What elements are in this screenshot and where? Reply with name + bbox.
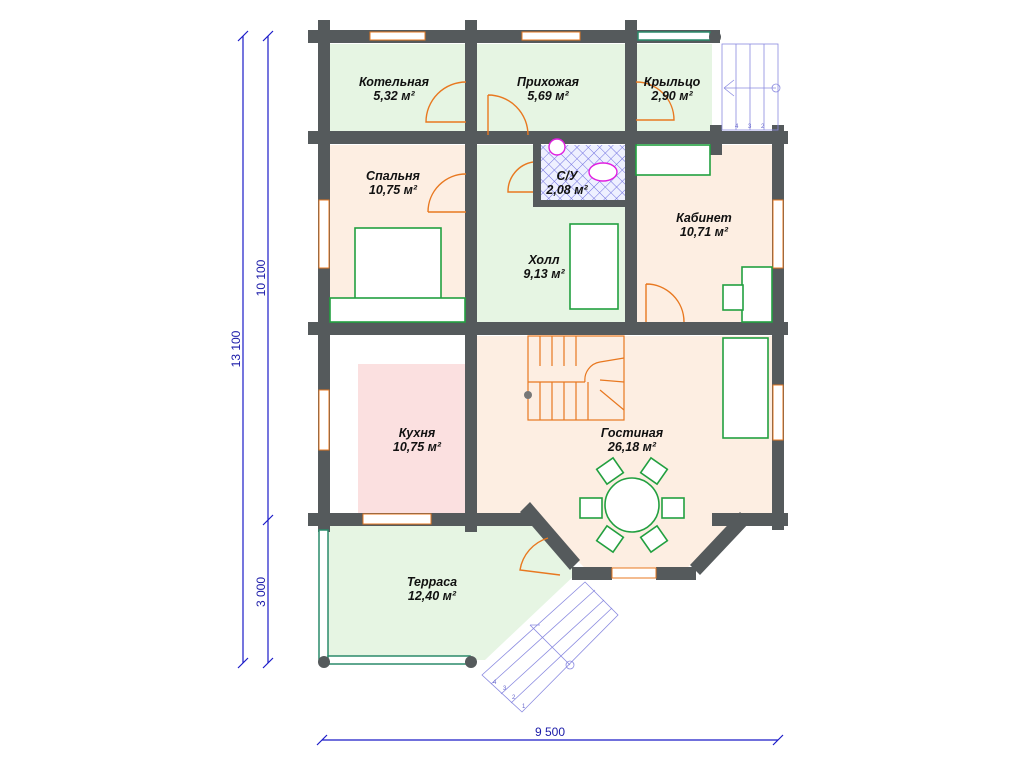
toilet-icon	[588, 162, 618, 182]
sink-icon	[548, 138, 566, 156]
room-name: Спальня	[366, 169, 421, 183]
svg-text:4: 4	[493, 680, 497, 686]
room-name: Холл	[527, 253, 559, 267]
svg-text:2: 2	[761, 124, 765, 130]
exterior-stairs: 4 3 2 4 3 2 1	[481, 43, 781, 713]
room-labels: Котельная 5,32 м² Прихожая 5,69 м² Крыль…	[359, 75, 732, 603]
dining-table	[604, 477, 660, 533]
room-area: 12,40 м²	[408, 589, 457, 603]
svg-text:3: 3	[748, 124, 752, 130]
room-terrace	[328, 526, 578, 660]
dim-house-height: 10 100	[254, 259, 268, 296]
walls	[308, 20, 788, 668]
dim-terrace-height: 3 000	[254, 577, 268, 607]
dimension-lines: 13 100 10 100 3 000 9 500	[229, 30, 784, 746]
dim-total-width: 9 500	[535, 725, 565, 739]
room-name: Крыльцо	[644, 75, 701, 89]
desk	[741, 266, 773, 323]
room-hallway	[476, 44, 628, 132]
living-sofa	[722, 337, 769, 439]
svg-text:2: 2	[512, 695, 516, 701]
room-area: 9,13 м²	[523, 267, 565, 281]
room-name: Терраса	[407, 575, 457, 589]
kitchen-zone	[358, 364, 466, 514]
room-area: 2,90 м²	[650, 89, 693, 103]
room-name: Прихожая	[517, 75, 580, 89]
room-name: С/У	[557, 169, 580, 183]
doors	[425, 81, 685, 576]
room-area: 5,69 м²	[527, 89, 569, 103]
room-name: Кабинет	[676, 211, 732, 225]
wardrobe	[635, 144, 711, 176]
room-name: Котельная	[359, 75, 430, 89]
svg-text:3: 3	[503, 686, 507, 692]
dim-total-height: 13 100	[229, 330, 243, 367]
svg-text:4: 4	[735, 124, 739, 130]
room-area: 10,75 м²	[393, 440, 442, 454]
room-area: 5,32 м²	[373, 89, 415, 103]
room-area: 2,08 м²	[545, 183, 588, 197]
room-area: 26,18 м²	[607, 440, 657, 454]
sofa	[569, 223, 619, 310]
room-area: 10,71 м²	[680, 225, 729, 239]
room-living	[476, 336, 774, 575]
svg-text:1: 1	[522, 704, 526, 710]
bed	[354, 227, 442, 301]
room-area: 10,75 м²	[369, 183, 418, 197]
interior-staircase	[524, 335, 625, 421]
room-name: Кухня	[399, 426, 436, 440]
room-name: Гостиная	[601, 426, 664, 440]
furniture	[329, 138, 773, 554]
room-fills	[328, 44, 774, 660]
